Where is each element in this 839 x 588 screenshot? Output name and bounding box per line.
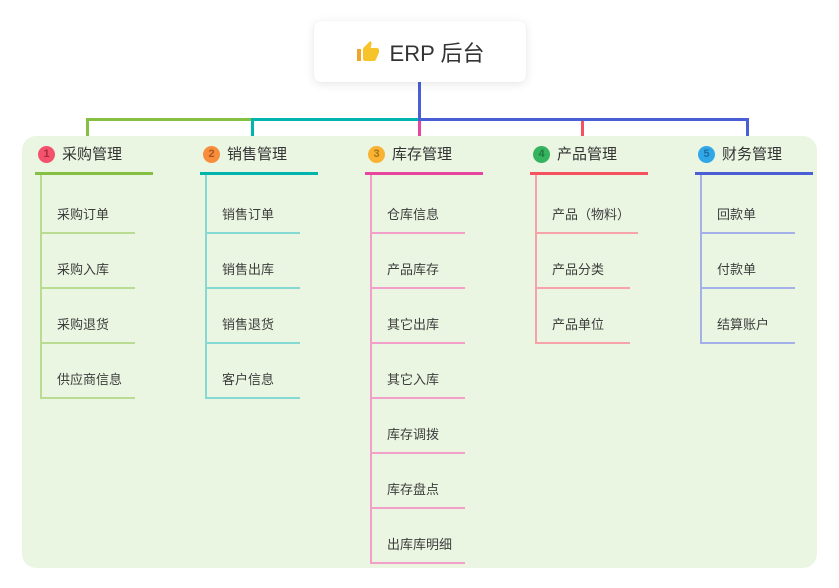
- connector-drop-product: [581, 121, 584, 146]
- branch-procurement: 1 采购管理 采购订单 采购入库 采购退货 供应商信息: [35, 144, 197, 399]
- child-node-stock-transfer[interactable]: 库存调拨: [370, 426, 465, 454]
- branch-label-text: 库存管理: [392, 146, 453, 163]
- branch-spine: [535, 175, 537, 344]
- connector-drop-inventory: [418, 121, 421, 146]
- branch-sales: 2 销售管理 销售订单 销售出库 销售退货 客户信息: [200, 144, 362, 399]
- priority-badge-4: 4: [533, 146, 550, 163]
- branch-node-procurement[interactable]: 1 采购管理: [35, 144, 153, 175]
- branch-product: 4 产品管理 产品（物料） 产品分类 产品单位: [530, 144, 692, 344]
- child-node-purchase-inbound[interactable]: 采购入库: [40, 261, 135, 289]
- priority-badge-1: 1: [38, 146, 55, 163]
- child-node-sales-outbound[interactable]: 销售出库: [205, 261, 300, 289]
- branch-node-sales[interactable]: 2 销售管理: [200, 144, 318, 175]
- connector-horizontal-segment-1: [86, 118, 253, 121]
- child-node-settlement-account[interactable]: 结算账户: [700, 316, 795, 344]
- child-node-product-unit[interactable]: 产品单位: [535, 316, 630, 344]
- branches-panel: [22, 136, 817, 568]
- branch-node-finance[interactable]: 5 财务管理: [695, 144, 813, 175]
- child-node-payment-voucher[interactable]: 付款单: [700, 261, 795, 289]
- branch-node-product[interactable]: 4 产品管理: [530, 144, 648, 175]
- connector-root-vertical: [418, 82, 421, 119]
- branch-spine: [370, 175, 372, 564]
- branch-finance: 5 财务管理 回款单 付款单 结算账户: [695, 144, 839, 344]
- child-node-product-stock[interactable]: 产品库存: [370, 261, 465, 289]
- priority-badge-3: 3: [368, 146, 385, 163]
- child-node-other-inbound[interactable]: 其它入库: [370, 371, 465, 399]
- child-node-product-category[interactable]: 产品分类: [535, 261, 630, 289]
- root-node[interactable]: ERP 后台: [314, 21, 526, 82]
- child-node-sales-order[interactable]: 销售订单: [205, 206, 300, 234]
- child-node-purchase-order[interactable]: 采购订单: [40, 206, 135, 234]
- thumbs-up-icon: [356, 40, 380, 64]
- child-node-other-outbound[interactable]: 其它出库: [370, 316, 465, 344]
- branch-spine: [700, 175, 702, 344]
- branch-label-text: 产品管理: [557, 146, 618, 163]
- connector-drop-finance: [746, 118, 749, 146]
- child-node-product-material[interactable]: 产品（物料）: [535, 206, 639, 234]
- connector-drop-procurement: [86, 118, 89, 146]
- child-node-stock-count[interactable]: 库存盘点: [370, 481, 465, 509]
- child-node-purchase-return[interactable]: 采购退货: [40, 316, 135, 344]
- child-node-stock-detail[interactable]: 出库库明细: [370, 536, 465, 564]
- child-node-supplier-info[interactable]: 供应商信息: [40, 371, 135, 399]
- branch-label-text: 销售管理: [227, 146, 288, 163]
- child-node-customer-info[interactable]: 客户信息: [205, 371, 300, 399]
- priority-badge-2: 2: [203, 146, 220, 163]
- branch-node-inventory[interactable]: 3 库存管理: [365, 144, 483, 175]
- branch-inventory: 3 库存管理 仓库信息 产品库存 其它出库 其它入库 库存调拨 库存盘点 出库库…: [365, 144, 527, 564]
- child-node-warehouse-info[interactable]: 仓库信息: [370, 206, 465, 234]
- child-node-receipt-voucher[interactable]: 回款单: [700, 206, 795, 234]
- connector-horizontal-segment-2: [251, 118, 420, 121]
- priority-badge-5: 5: [698, 146, 715, 163]
- connector-horizontal-segment-3: [418, 118, 749, 121]
- root-node-title: ERP 后台: [389, 40, 485, 66]
- branch-label-text: 采购管理: [62, 146, 123, 163]
- child-node-sales-return[interactable]: 销售退货: [205, 316, 300, 344]
- branch-label-text: 财务管理: [722, 146, 783, 163]
- connector-drop-sales: [251, 118, 254, 146]
